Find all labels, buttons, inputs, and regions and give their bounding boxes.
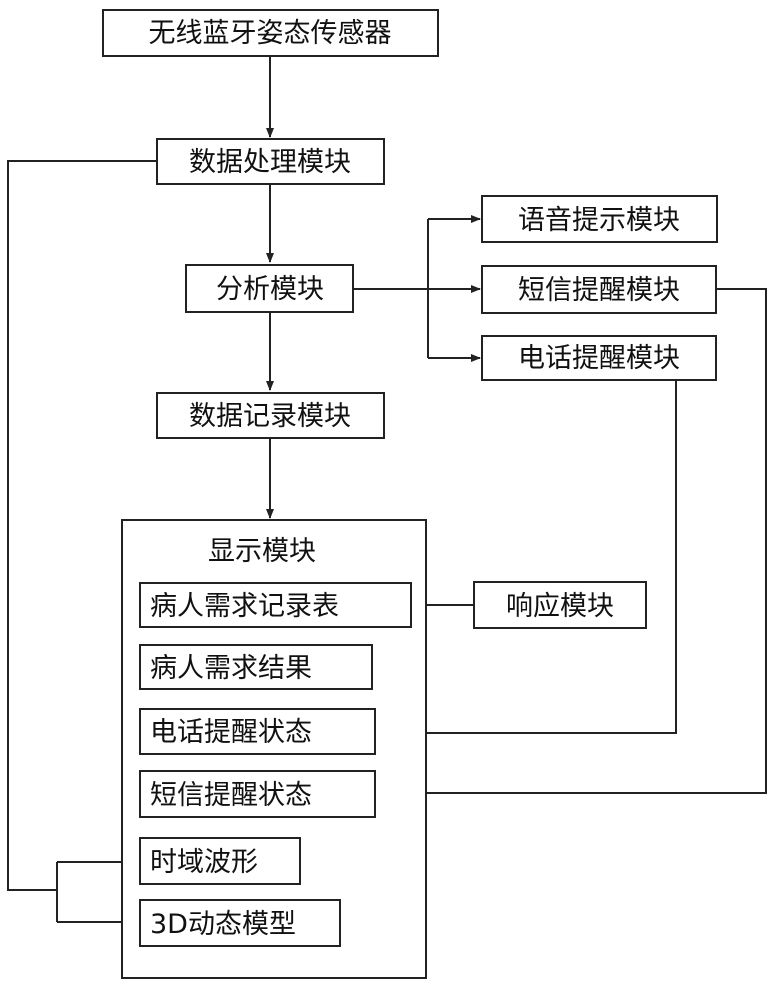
time-waveform-label: 时域波形 — [150, 847, 258, 878]
data-processing-box: 数据处理模块 — [156, 138, 385, 185]
display-title: 显示模块 — [208, 536, 316, 567]
model-3d-label: 3D动态模型 — [150, 909, 296, 940]
voice-prompt-label: 语音提示模块 — [518, 205, 680, 236]
model-3d-box: 3D动态模型 — [139, 899, 341, 947]
sensor-box: 无线蓝牙姿态传感器 — [102, 9, 439, 57]
display-module: 显示模块 病人需求记录表 病人需求结果 电话提醒状态 短信提醒状态 时域波形 3… — [121, 519, 427, 979]
sms-reminder-box: 短信提醒模块 — [481, 265, 717, 314]
arrow-sms-to-status — [376, 288, 767, 797]
patient-needs-result-label: 病人需求结果 — [150, 653, 312, 684]
time-waveform-box: 时域波形 — [139, 837, 301, 885]
sms-reminder-label: 短信提醒模块 — [518, 275, 680, 306]
analysis-label: 分析模块 — [216, 274, 324, 305]
patient-needs-table-box: 病人需求记录表 — [139, 582, 412, 628]
connectors — [7, 56, 767, 926]
response-box: 响应模块 — [473, 581, 647, 629]
response-label: 响应模块 — [506, 591, 614, 622]
arrow-phone-to-status — [376, 380, 677, 737]
analysis-box: 分析模块 — [185, 264, 354, 313]
sms-status-label: 短信提醒状态 — [150, 780, 312, 811]
data-record-label: 数据记录模块 — [189, 401, 351, 432]
sms-status-box: 短信提醒状态 — [139, 770, 376, 818]
data-record-box: 数据记录模块 — [156, 392, 385, 439]
phone-reminder-box: 电话提醒模块 — [481, 335, 717, 381]
line-processing-left-loop — [7, 160, 157, 891]
sensor-label: 无线蓝牙姿态传感器 — [149, 18, 392, 49]
phone-status-label: 电话提醒状态 — [150, 717, 312, 748]
phone-reminder-label: 电话提醒模块 — [518, 343, 680, 374]
data-processing-label: 数据处理模块 — [189, 147, 351, 178]
patient-needs-result-box: 病人需求结果 — [139, 644, 373, 690]
phone-status-box: 电话提醒状态 — [139, 708, 376, 755]
voice-prompt-box: 语音提示模块 — [481, 195, 718, 243]
patient-needs-table-label: 病人需求记录表 — [150, 591, 339, 622]
